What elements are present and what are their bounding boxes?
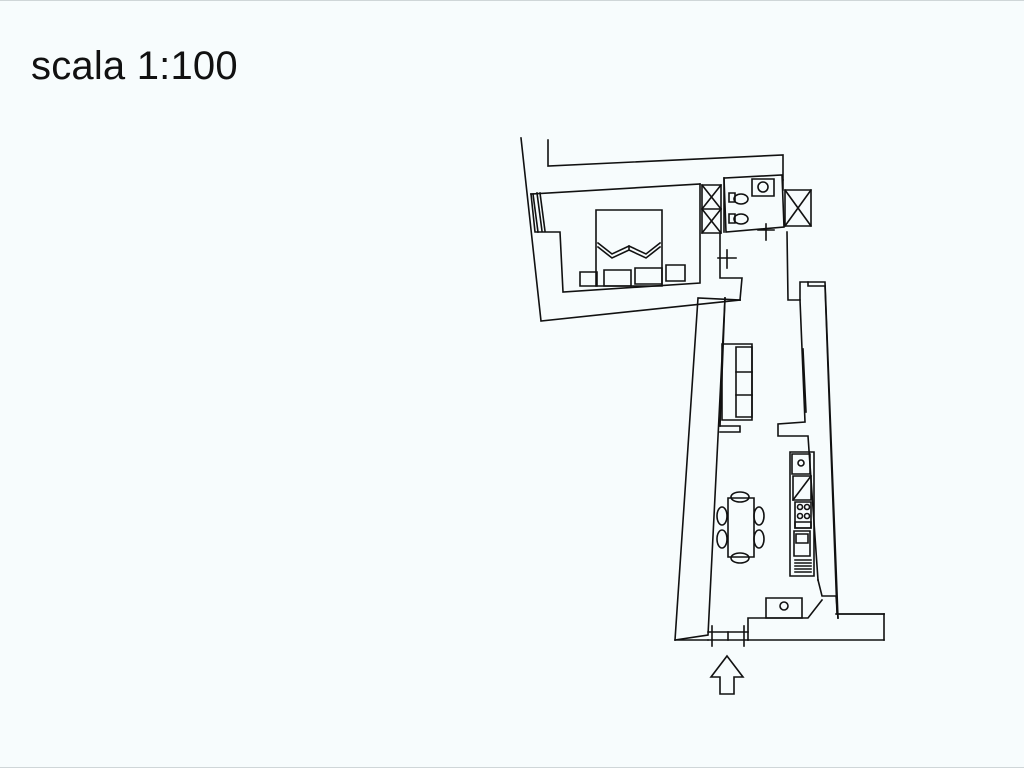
bathroom <box>724 175 811 240</box>
sofa <box>722 344 752 420</box>
kitchen-counter <box>790 452 814 576</box>
entrance-cabinet <box>766 598 802 618</box>
scale-label: scala 1:100 <box>31 44 238 88</box>
wardrobe <box>702 185 721 233</box>
dining-table <box>717 492 764 563</box>
entrance-arrow <box>711 656 743 694</box>
double-bed <box>580 210 685 286</box>
bedroom-door <box>718 250 736 268</box>
walls <box>521 138 884 646</box>
